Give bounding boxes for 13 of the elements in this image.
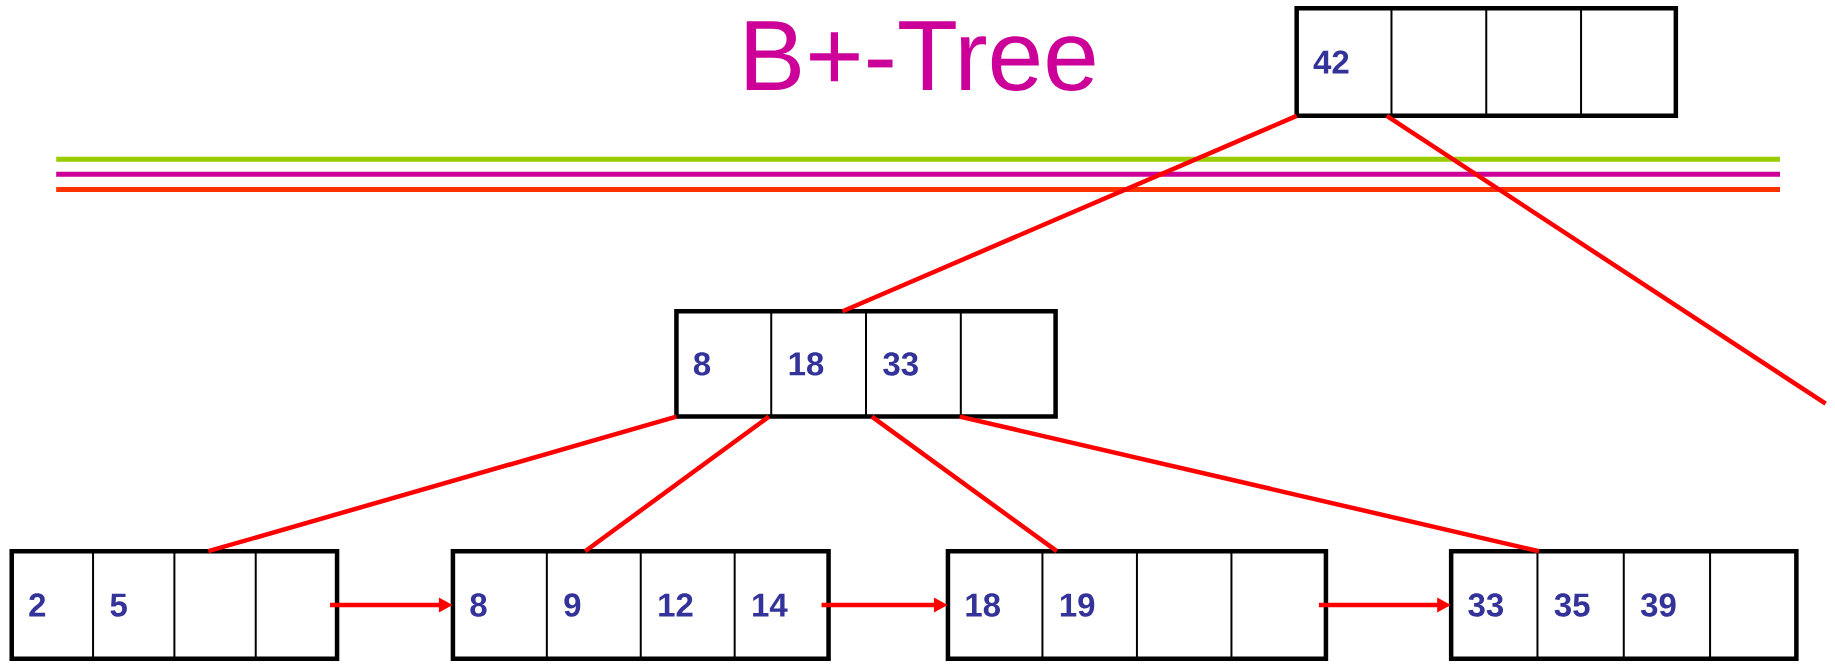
tree-node: 2 5 — [9, 549, 340, 662]
connector-line — [1385, 114, 1827, 406]
tree-node: 8 18 33 — [674, 309, 1058, 420]
connector-line — [583, 415, 771, 554]
title: B+-Tree — [746, 21, 1095, 92]
connector-line — [959, 414, 1540, 554]
connector-line — [207, 414, 678, 554]
tree-node: 8 9 12 14 — [450, 549, 831, 662]
connector-line — [870, 415, 1059, 554]
connector-line — [841, 114, 1298, 314]
tree-node: 42 — [1294, 6, 1679, 119]
tree-node: 33 35 39 — [1448, 549, 1799, 662]
tree-node: 18 19 — [945, 549, 1329, 662]
